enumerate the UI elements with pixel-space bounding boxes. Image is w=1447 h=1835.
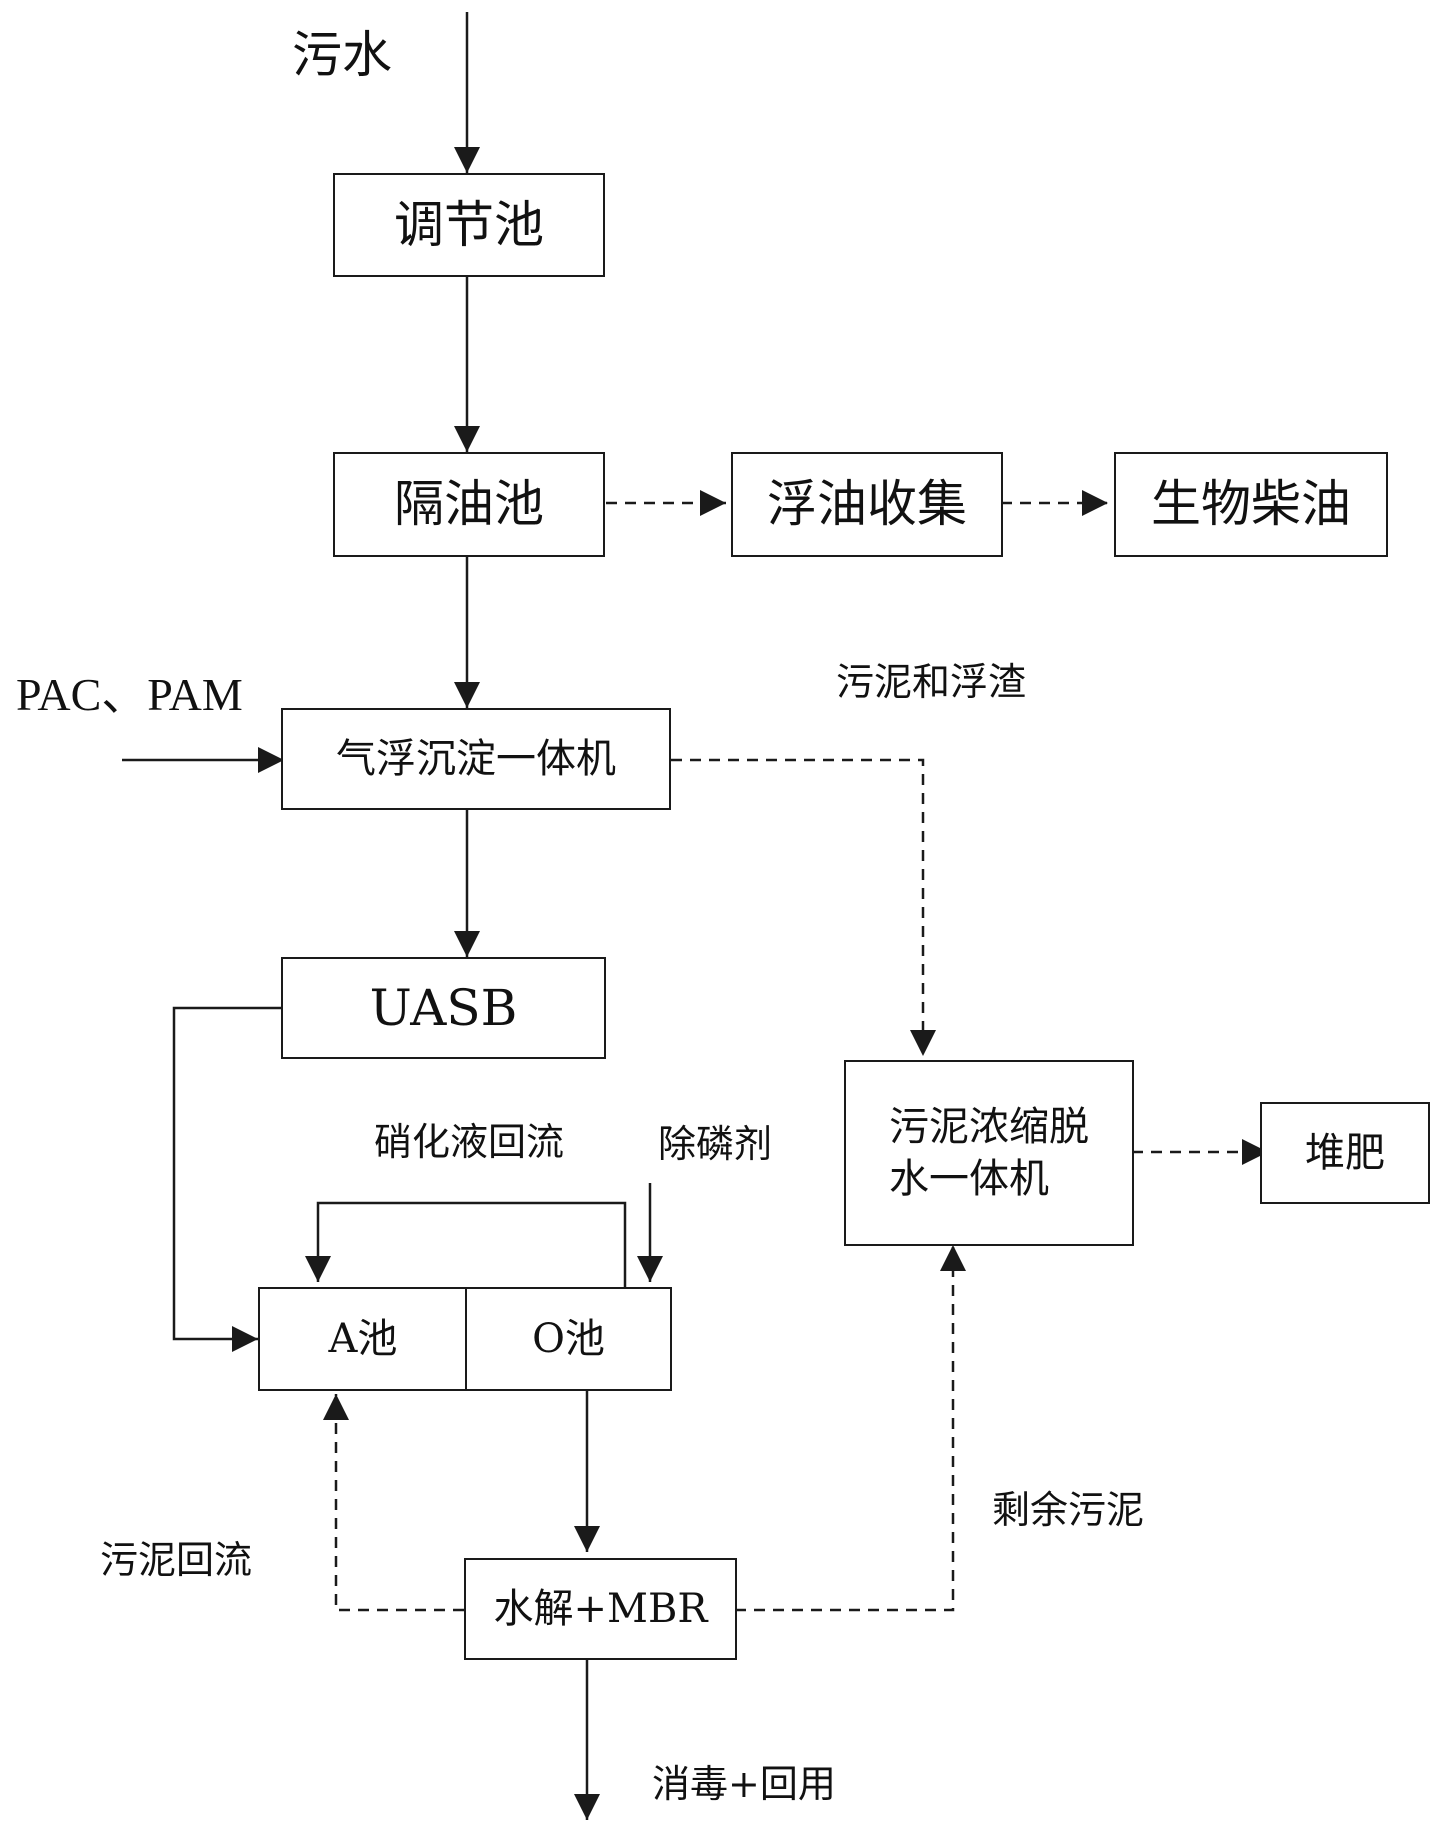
label-sludge-return: 污泥回流 <box>100 1541 252 1579</box>
node-qifu-label: 气浮沉淀一体机 <box>336 733 616 785</box>
node-tiaojie-label: 调节池 <box>394 193 544 258</box>
node-geyou-label: 隔油池 <box>394 472 544 537</box>
node-a-pool-label: A池 <box>329 1313 398 1365</box>
node-uasb-label: UASB <box>370 976 518 1041</box>
node-fuyou-label: 浮油收集 <box>767 472 967 537</box>
node-fuyou-collection: 浮油收集 <box>731 452 1003 557</box>
label-excess-sludge: 剩余污泥 <box>992 1491 1144 1529</box>
node-chaiyou-label: 生物柴油 <box>1151 472 1351 537</box>
label-sludge-and-scum: 污泥和浮渣 <box>836 663 1026 701</box>
arrow-nitrification-return <box>318 1203 625 1287</box>
node-dewater-label-line1: 污泥浓缩脱 <box>889 1101 1089 1153</box>
arrow-sludge-return <box>336 1394 464 1610</box>
node-geyou-pool: 隔油池 <box>333 452 605 557</box>
node-biodiesel: 生物柴油 <box>1114 452 1388 557</box>
label-disinfect-reuse: 消毒+回用 <box>652 1765 836 1803</box>
label-nitrification-return: 硝化液回流 <box>374 1123 564 1161</box>
node-uasb: UASB <box>281 957 606 1059</box>
arrow-sludge-scum <box>671 760 923 1056</box>
label-pac-pam: PAC、PAM <box>16 672 243 718</box>
node-flotation-sedimentation: 气浮沉淀一体机 <box>281 708 671 810</box>
node-hydrolysis-mbr: 水解+MBR <box>464 1558 737 1660</box>
arrow-excess-sludge <box>735 1245 953 1610</box>
node-o-pool-label: O池 <box>532 1313 605 1365</box>
node-o-pool: O池 <box>465 1287 672 1391</box>
label-sewage: 污水 <box>292 30 392 80</box>
node-tiaojie-pool: 调节池 <box>333 173 605 277</box>
node-compost: 堆肥 <box>1260 1102 1430 1204</box>
node-compost-label: 堆肥 <box>1305 1127 1385 1179</box>
node-a-pool: A池 <box>258 1287 468 1391</box>
node-mbr-label: 水解+MBR <box>494 1583 708 1635</box>
node-sludge-dewatering: 污泥浓缩脱 水一体机 <box>844 1060 1134 1246</box>
node-dewater-label-line2: 水一体机 <box>889 1153 1089 1205</box>
label-phosphorus-agent: 除磷剂 <box>658 1125 772 1163</box>
